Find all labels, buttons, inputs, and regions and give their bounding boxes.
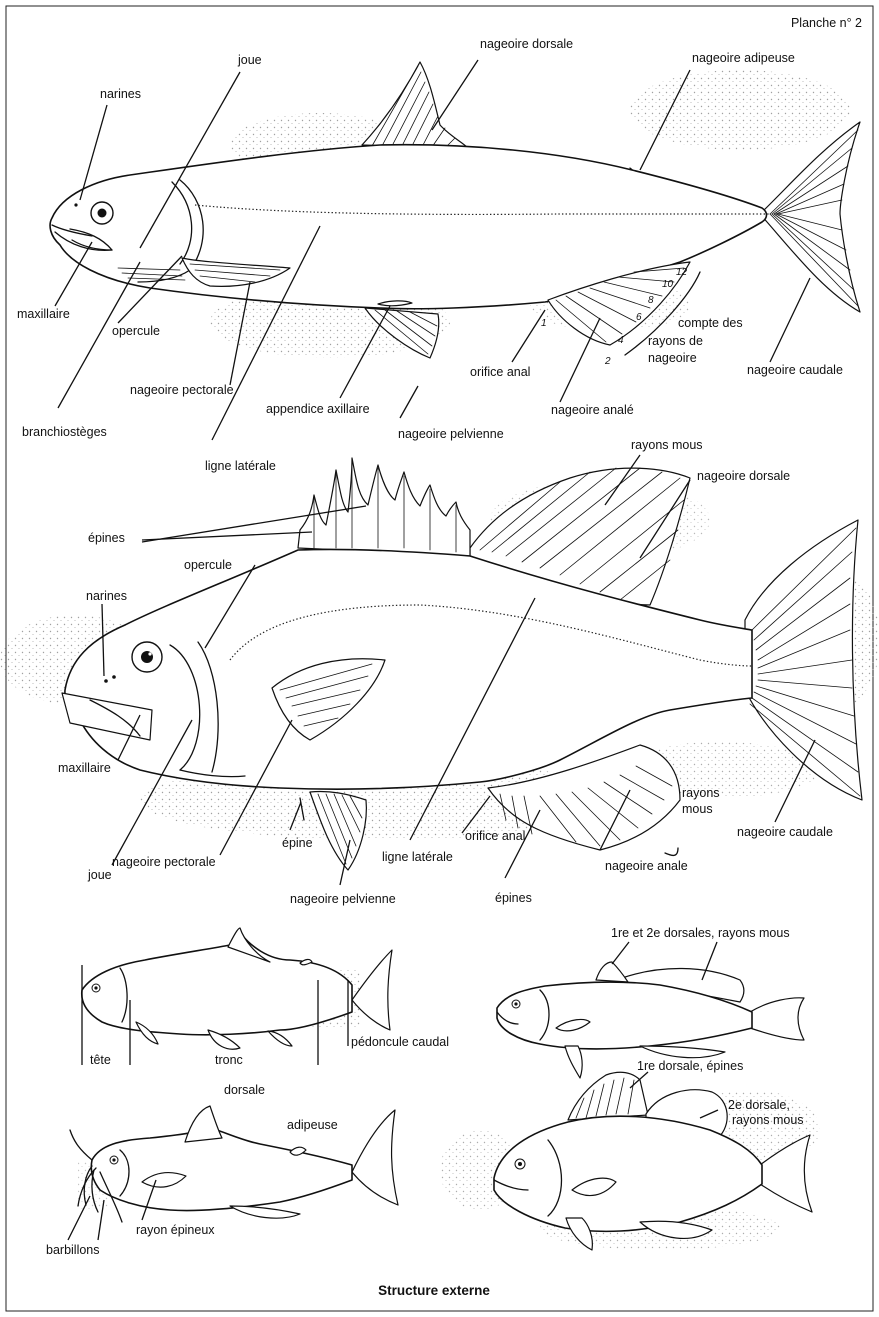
label-epines-2: épines [88, 531, 125, 545]
label-maxillaire-1: maxillaire [17, 307, 70, 321]
ray-count-6: 6 [636, 312, 642, 323]
ray-count-1: 1 [541, 318, 547, 329]
label-ligne-laterale-2: ligne latérale [382, 850, 453, 864]
small-fish-d-first-dorsal [568, 1072, 648, 1120]
label-nageoire-dorsale-1: nageoire dorsale [480, 37, 573, 51]
fish-2-perch [0, 458, 879, 870]
label-barbillons: barbillons [46, 1243, 100, 1257]
label-rayons-mous-2: rayons mous [631, 438, 703, 452]
ray-count-8: 8 [648, 295, 654, 306]
label-nageoire-dorsale-2: nageoire dorsale [697, 469, 790, 483]
label-tronc: tronc [215, 1053, 243, 1067]
label-appendice-axillaire: appendice axillaire [266, 402, 370, 416]
label-dorsale2-line2: rayons mous [732, 1113, 804, 1127]
label-branchiosteges: branchiostèges [22, 425, 107, 439]
small-fish-c-body [91, 1128, 352, 1211]
ray-count-10: 10 [662, 279, 674, 290]
label-joue-1: joue [237, 53, 262, 67]
label-nageoire-caudale-2: nageoire caudale [737, 825, 833, 839]
label-nageoire-pectorale-1: nageoire pectorale [130, 383, 234, 397]
fish-2-spiny-dorsal-fin [298, 458, 470, 556]
label-nageoire-pectorale-2: nageoire pectorale [112, 855, 216, 869]
small-fish-body-regions [82, 928, 392, 1065]
plate-number: Planche n° 2 [791, 16, 862, 30]
label-epine-2: épine [282, 836, 313, 850]
label-tete: tête [90, 1053, 111, 1067]
small-fish-b-caudal [750, 998, 804, 1040]
label-ligne-laterale-1: ligne latérale [205, 459, 276, 473]
label-joue-2: joue [87, 868, 112, 882]
label-nageoire-anale-2: nageoire anale [605, 859, 688, 873]
ray-count-12: 12 [676, 267, 688, 278]
small-fish-catfish [68, 1106, 398, 1240]
label-maxillaire-2: maxillaire [58, 761, 111, 775]
ray-count-2: 2 [604, 356, 611, 367]
label-compte-line-1: compte des [678, 316, 743, 330]
label-rayons-mous-line2: mous [682, 802, 713, 816]
label-opercule-1: opercule [112, 324, 160, 338]
label-nageoire-pelvienne-2: nageoire pelvienne [290, 892, 396, 906]
small-fish-c-dorsal [185, 1106, 222, 1142]
label-compte-line-3: nageoire [648, 351, 697, 365]
label-nageoire-caudale-1: nageoire caudale [747, 363, 843, 377]
label-dorsales-rayons-mous: 1re et 2e dorsales, rayons mous [611, 926, 790, 940]
small-fish-c-caudal [352, 1110, 398, 1205]
label-orifice-anal-1: orifice anal [470, 365, 530, 379]
label-opercule-2: opercule [184, 558, 232, 572]
label-dorsale2-line1: 2e dorsale, [728, 1098, 790, 1112]
label-orifice-anal-2: orifice anal [465, 829, 525, 843]
small-fish-soft-dorsals [497, 942, 804, 1078]
label-rayon-epineux: rayon épineux [136, 1223, 215, 1237]
label-pedoncule-caudal: pédoncule caudal [351, 1035, 449, 1049]
label-epines-bottom-2: épines [495, 891, 532, 905]
label-narines-2: narines [86, 589, 127, 603]
label-nageoire-anale-1: nageoire analé [551, 403, 634, 417]
label-adipeuse: adipeuse [287, 1118, 338, 1132]
label-nageoire-pelvienne-1: nageoire pelvienne [398, 427, 504, 441]
label-narines-1: narines [100, 87, 141, 101]
label-dorsale-c: dorsale [224, 1083, 265, 1097]
ray-count-4: 4 [618, 335, 624, 346]
plate-caption: Structure externe [378, 1283, 490, 1298]
label-rayons-mous-line1: rayons [682, 786, 720, 800]
small-fish-b-first-dorsal [596, 962, 628, 982]
label-dorsale-epines: 1re dorsale, épines [637, 1059, 743, 1073]
small-fish-a-body [82, 933, 352, 1035]
label-nageoire-adipeuse-1: nageoire adipeuse [692, 51, 795, 65]
label-compte-line-2: rayons de [648, 334, 703, 348]
